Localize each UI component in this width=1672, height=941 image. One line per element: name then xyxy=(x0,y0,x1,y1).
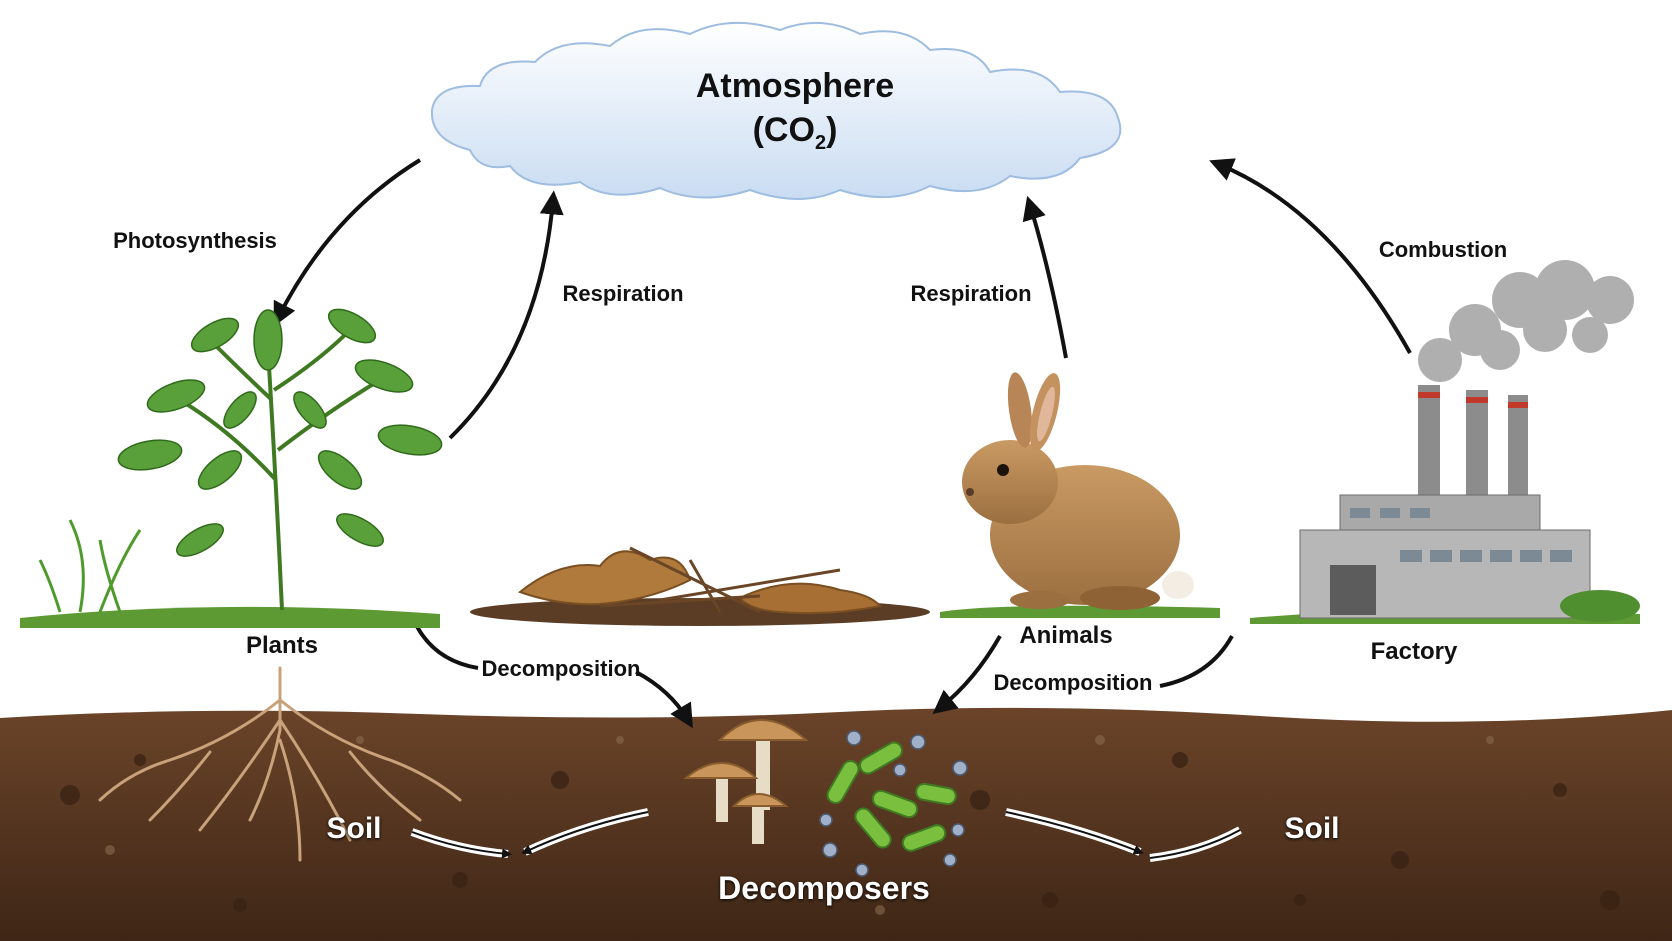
arrow-soil-right xyxy=(1005,808,1242,862)
arrow-combustion xyxy=(1209,158,1412,354)
atmosphere-label: Atmosphere (CO2) xyxy=(696,64,894,165)
soil-right-label: Soil xyxy=(1284,812,1340,845)
factory-label: Factory xyxy=(1370,638,1458,665)
arrow-decomposition-right-a xyxy=(932,635,1002,714)
arrow-photosynthesis xyxy=(273,158,422,327)
combustion-label: Combustion xyxy=(1378,237,1508,262)
arrow-respiration-plants xyxy=(448,190,564,440)
respiration-animals-label: Respiration xyxy=(910,281,1032,306)
plant-icon xyxy=(20,308,443,628)
decomposition-left-label: Decomposition xyxy=(481,656,641,681)
respiration-plants-label: Respiration xyxy=(562,281,684,306)
photosynthesis-label: Photosynthesis xyxy=(113,228,277,253)
soil-layer xyxy=(0,707,1672,941)
bacteria-icon xyxy=(819,730,968,877)
cloud-icon xyxy=(430,21,1122,200)
mushroom-icon xyxy=(683,719,809,844)
decomposers-label: Decomposers xyxy=(718,870,930,906)
atmosphere-title: Atmosphere xyxy=(695,67,895,105)
atmosphere-formula: (CO2) xyxy=(752,111,838,154)
factory-icon xyxy=(1250,260,1640,624)
arrow-soil-left xyxy=(410,808,649,859)
roots-icon xyxy=(98,666,462,862)
arrow-decomposition-right-b xyxy=(1159,635,1234,688)
decomposition-right-label: Decomposition xyxy=(993,670,1153,695)
animals-label: Animals xyxy=(1019,622,1113,649)
arrow-respiration-animals xyxy=(1022,195,1068,359)
rabbit-icon xyxy=(940,372,1220,618)
plants-label: Plants xyxy=(245,632,319,659)
leaf-litter-icon xyxy=(470,546,930,626)
soil-left-label: Soil xyxy=(326,812,382,845)
